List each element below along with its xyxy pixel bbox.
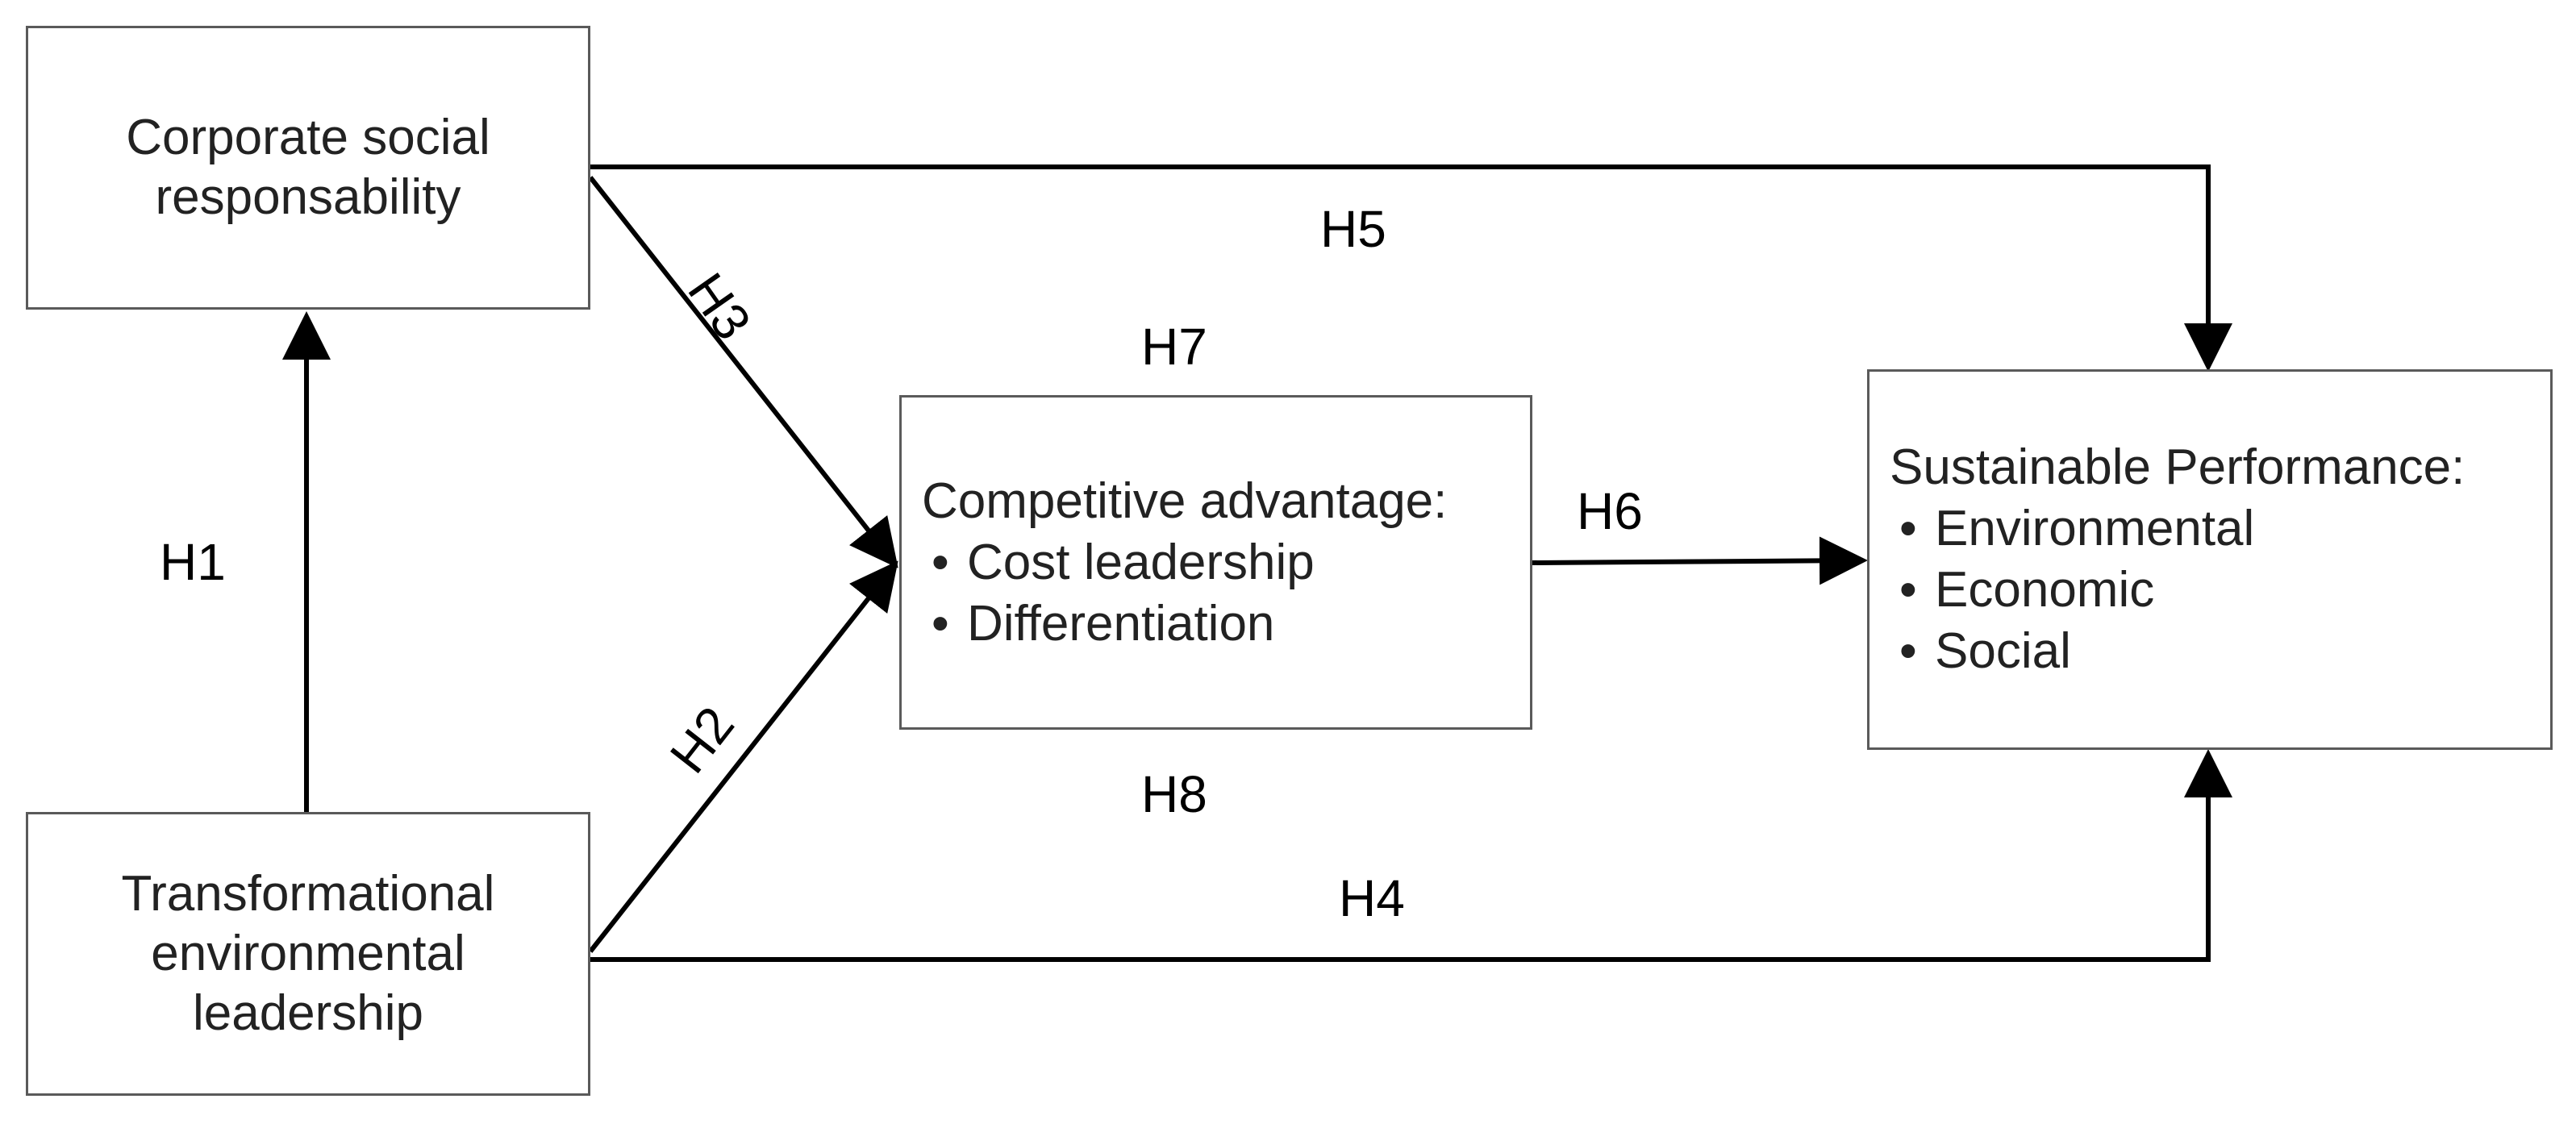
bullet-icon: • <box>1899 501 1917 556</box>
node-tel-line-3: leadership <box>192 985 424 1041</box>
node-ca-list: • Cost leadership • Differentiation <box>922 532 1530 655</box>
label-h5: H5 <box>1320 200 1386 258</box>
node-competitive-advantage: Competitive advantage: • Cost leadership… <box>899 395 1532 730</box>
node-sp-item-label: Economic <box>1935 562 2155 618</box>
bullet-icon: • <box>1899 623 1917 679</box>
label-h1: H1 <box>160 533 226 591</box>
label-h6: H6 <box>1577 482 1643 540</box>
node-sustainable-performance: Sustainable Performance: • Environmental… <box>1867 369 2553 750</box>
bullet-icon: • <box>932 534 949 590</box>
node-csr-line-1: Corporate social <box>126 110 490 165</box>
arrow-h3 <box>588 176 898 568</box>
bullet-icon: • <box>932 595 949 652</box>
node-csr: Corporate social responsability <box>26 26 590 310</box>
node-ca-item-label: Differentiation <box>967 595 1275 652</box>
node-sp-item: • Social <box>1890 621 2550 682</box>
node-tel-line-2: environmental <box>151 926 465 981</box>
node-sp-item: • Environmental <box>1890 498 2550 560</box>
label-h8: H8 <box>1141 765 1207 823</box>
node-sp-list: • Environmental • Economic • Social <box>1890 498 2550 682</box>
arrow-h2 <box>588 560 898 953</box>
arrow-h4 <box>590 749 2232 962</box>
node-tel-line-1: Transformational <box>121 866 495 922</box>
node-sp-item-label: Social <box>1935 623 2071 679</box>
arrow-h6 <box>1529 536 1868 585</box>
node-ca-item-label: Cost leadership <box>967 534 1315 590</box>
node-ca-item: • Cost leadership <box>922 532 1530 593</box>
node-ca-item: • Differentiation <box>922 593 1530 655</box>
label-h7: H7 <box>1141 318 1207 376</box>
node-sp-title: Sustainable Performance: <box>1890 439 2466 495</box>
node-sp-item-label: Environmental <box>1935 501 2255 556</box>
node-sp-item: • Economic <box>1890 560 2550 621</box>
node-ca-title: Competitive advantage: <box>922 472 1448 529</box>
bullet-icon: • <box>1899 562 1917 618</box>
label-h4: H4 <box>1339 869 1405 927</box>
node-csr-line-2: responsability <box>155 169 461 225</box>
node-tel: Transformational environmental leadershi… <box>26 812 590 1096</box>
arrow-h5 <box>590 164 2232 372</box>
